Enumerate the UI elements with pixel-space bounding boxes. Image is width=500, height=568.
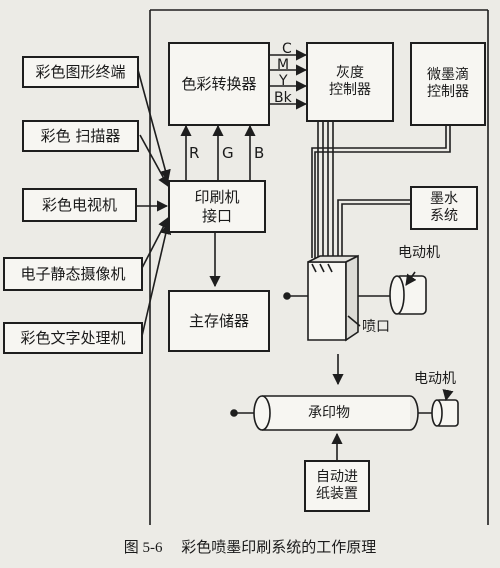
drum-shaft-end <box>230 409 238 417</box>
arrow-graphics-terminal <box>137 69 171 182</box>
line-ink-2 <box>341 203 410 258</box>
color-converter: 色彩转换器 <box>168 42 270 126</box>
nozzle-tip-2 <box>319 263 325 273</box>
drum-left-end <box>253 395 271 431</box>
shaft-end-left <box>283 292 291 300</box>
nozzle-tip-3 <box>327 263 333 273</box>
signal-y-label: Y <box>279 73 288 89</box>
nozzle-leader <box>347 315 361 327</box>
main-storage: 主存储器 <box>168 290 270 352</box>
drum-body-fill <box>262 396 410 430</box>
signal-b-label: B <box>254 144 265 162</box>
signal-g-label: G <box>222 144 234 162</box>
printer-interface: 印刷机 接口 <box>168 180 266 233</box>
motor-1-label: 电动机 <box>398 245 440 261</box>
signal-m-label: M <box>277 57 290 73</box>
input-word-processor: 彩色文字处理机 <box>3 322 143 354</box>
signal-bk-label: Bk <box>274 90 292 106</box>
nozzle-label: 喷口 <box>362 319 390 335</box>
motor-2-leader <box>442 389 454 402</box>
nozzle-body <box>307 261 347 341</box>
ink-system: 墨水 系统 <box>410 186 478 230</box>
input-scanner: 彩色 扫描器 <box>22 120 139 152</box>
gray-controller: 灰度 控制器 <box>306 42 394 122</box>
nozzle-side <box>345 254 359 342</box>
motor-1-leader <box>405 271 417 286</box>
signal-r-label: R <box>189 144 200 162</box>
figure-number: 图 5-6 <box>123 540 163 556</box>
drum-label: 承印物 <box>308 405 350 421</box>
input-still-camera: 电子静态摄像机 <box>3 257 143 291</box>
input-graphics-terminal: 彩色图形终端 <box>22 56 139 88</box>
line-droplet-1 <box>311 125 447 258</box>
arrow-word-processor <box>141 222 172 337</box>
line-droplet-2 <box>314 125 451 258</box>
arrow-scanner <box>139 134 169 187</box>
motor-1-face <box>389 275 405 315</box>
drum-right-end <box>409 395 419 431</box>
nozzle-tip-1 <box>311 263 317 273</box>
motor-2-face <box>431 399 443 427</box>
line-ink-1 <box>337 199 410 258</box>
paper-feed: 自动进 纸装置 <box>304 460 370 512</box>
motor-2-label: 电动机 <box>414 371 456 387</box>
input-tv: 彩色电视机 <box>22 188 137 222</box>
ink-drop-controller: 微墨滴 控制器 <box>410 42 486 126</box>
figure-title: 彩色喷墨印刷系统的工作原理 <box>181 538 377 556</box>
figure-caption: 图 5-6 彩色喷墨印刷系统的工作原理 <box>0 536 500 557</box>
signal-c-label: C <box>282 41 292 57</box>
